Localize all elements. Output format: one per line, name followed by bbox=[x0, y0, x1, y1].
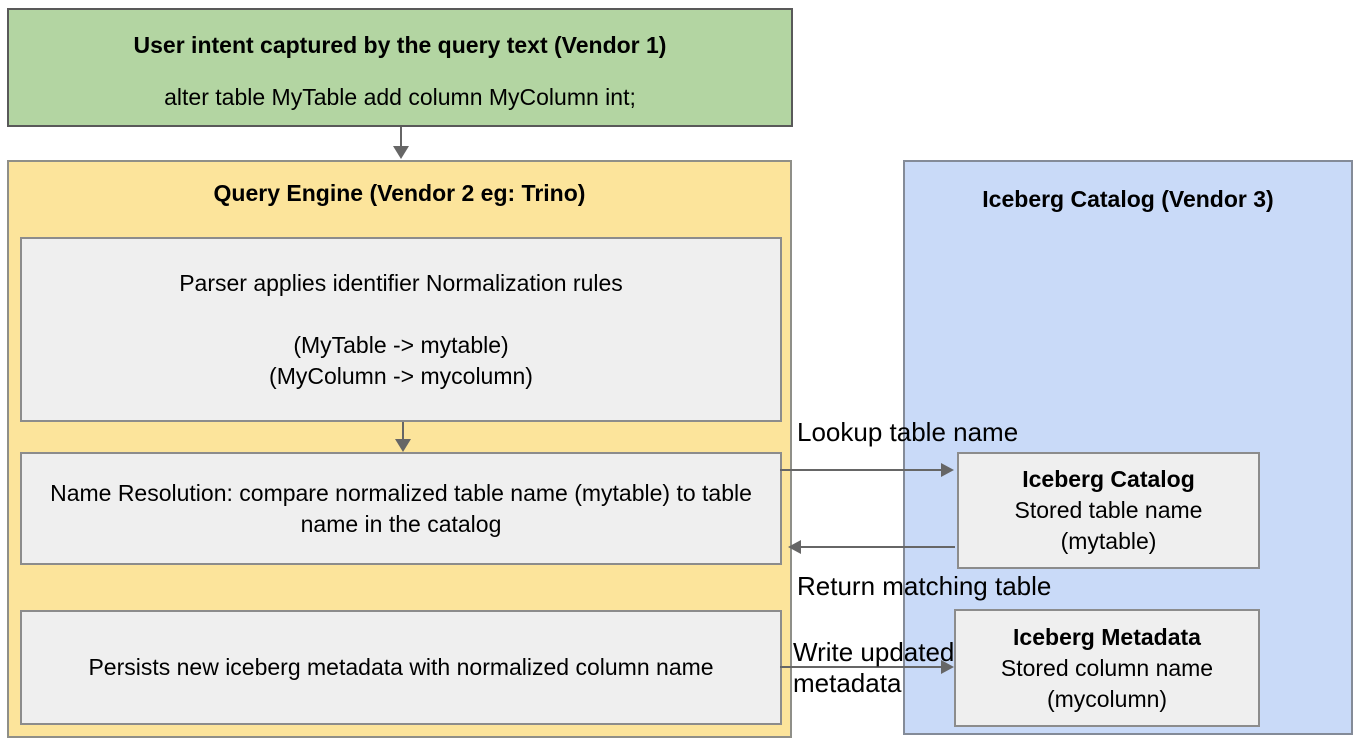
right-arrow-icon bbox=[941, 463, 954, 477]
parser-box: Parser applies identifier Normalization … bbox=[20, 237, 782, 422]
down-arrow-icon bbox=[393, 146, 409, 159]
parser-line2: (MyTable -> mytable) bbox=[293, 331, 509, 358]
persist-metadata-box: Persists new iceberg metadata with norma… bbox=[20, 610, 782, 725]
right-arrow-icon bbox=[941, 660, 954, 674]
lookup-arrow-shaft bbox=[780, 469, 942, 471]
parser-line1: Parser applies identifier Normalization … bbox=[179, 269, 623, 296]
parser-line3: (MyColumn -> mycolumn) bbox=[269, 362, 533, 389]
iceberg-catalog-panel: Iceberg Catalog (Vendor 3) Iceberg Catal… bbox=[903, 160, 1353, 735]
down-arrow-icon bbox=[395, 439, 411, 452]
stored-table-name-value: (mytable) bbox=[1060, 528, 1157, 554]
iceberg-catalog-box: Iceberg Catalog Stored table name (mytab… bbox=[957, 452, 1260, 569]
stored-column-name-label: Stored column name bbox=[1000, 654, 1214, 681]
iceberg-catalog-panel-title: Iceberg Catalog (Vendor 3) bbox=[982, 186, 1274, 212]
return-arrow-shaft bbox=[800, 546, 955, 548]
stored-table-name-label: Stored table name bbox=[1014, 497, 1203, 523]
down-arrow-shaft bbox=[402, 422, 404, 440]
user-intent-query-text: alter table MyTable add column MyColumn … bbox=[164, 84, 636, 110]
query-engine-title: Query Engine (Vendor 2 eg: Trino) bbox=[213, 180, 586, 206]
down-arrow-shaft bbox=[400, 127, 402, 147]
persist-metadata-text: Persists new iceberg metadata with norma… bbox=[88, 654, 714, 680]
stored-column-name-value: (mycolumn) bbox=[1046, 685, 1168, 712]
lookup-table-name-label: Lookup table name bbox=[797, 417, 1019, 447]
write-arrow-shaft bbox=[780, 666, 942, 668]
user-intent-box: User intent captured by the query text (… bbox=[7, 8, 793, 127]
user-intent-title: User intent captured by the query text (… bbox=[133, 32, 667, 58]
iceberg-catalog-box-title: Iceberg Catalog bbox=[1022, 466, 1195, 492]
name-resolution-text: Name Resolution: compare normalized tabl… bbox=[50, 479, 752, 537]
write-updated-metadata-label: Write updated metadata bbox=[793, 637, 955, 698]
left-arrow-icon bbox=[788, 540, 801, 554]
iceberg-metadata-box-title: Iceberg Metadata bbox=[1013, 623, 1201, 650]
iceberg-metadata-box: Iceberg Metadata Stored column name (myc… bbox=[954, 609, 1260, 727]
query-engine-panel: Query Engine (Vendor 2 eg: Trino) Parser… bbox=[7, 160, 792, 738]
return-matching-table-label: Return matching table bbox=[797, 571, 1052, 601]
name-resolution-box: Name Resolution: compare normalized tabl… bbox=[20, 452, 782, 565]
